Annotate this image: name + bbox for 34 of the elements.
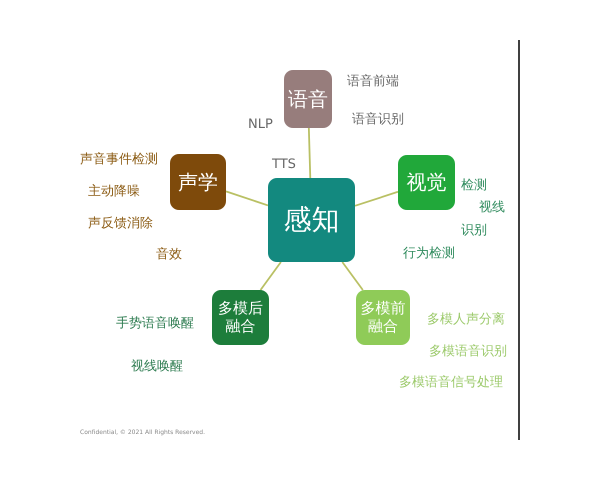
connector-line (342, 261, 364, 291)
topic-label: 多模人声分离 (427, 311, 505, 329)
topic-label: NLP (248, 116, 273, 134)
topic-label: 多模语音识别 (429, 343, 507, 361)
category-label: 感知 (282, 204, 340, 236)
topic-label: 多模语音信号处理 (399, 374, 503, 392)
topic-label: 声反馈消除 (88, 215, 153, 233)
topic-label: 视线 (479, 199, 505, 217)
connector-line (354, 190, 398, 207)
category-box (284, 70, 332, 128)
category-label: 声学 (177, 170, 219, 194)
category-label: 语音 (287, 88, 329, 110)
category-box (268, 178, 355, 262)
category-label: 多模后融合 (217, 300, 264, 335)
category-box (356, 290, 410, 345)
topic-label: 语音前端 (347, 73, 399, 91)
category-box (398, 155, 455, 210)
connector-line (308, 128, 312, 178)
topic-label: 主动降噪 (88, 183, 140, 201)
connector-line (226, 190, 268, 206)
category-label: 多模前融合 (360, 300, 406, 335)
category-box (212, 290, 269, 345)
topic-label: 行为检测 (403, 245, 455, 263)
topic-label: TTS (272, 156, 296, 174)
topic-label: 识别 (461, 222, 487, 240)
category-label: 视觉 (406, 171, 448, 194)
category-box (170, 154, 226, 210)
topic-label: 手势语音唤醒 (116, 315, 194, 333)
topic-label: 视线唤醒 (131, 358, 183, 376)
topic-label: 音效 (156, 246, 182, 264)
topic-label: 语音识别 (352, 111, 404, 129)
topic-label: 声音事件检测 (80, 151, 158, 169)
connector-line (260, 261, 282, 291)
topic-label: 检测 (461, 177, 487, 195)
